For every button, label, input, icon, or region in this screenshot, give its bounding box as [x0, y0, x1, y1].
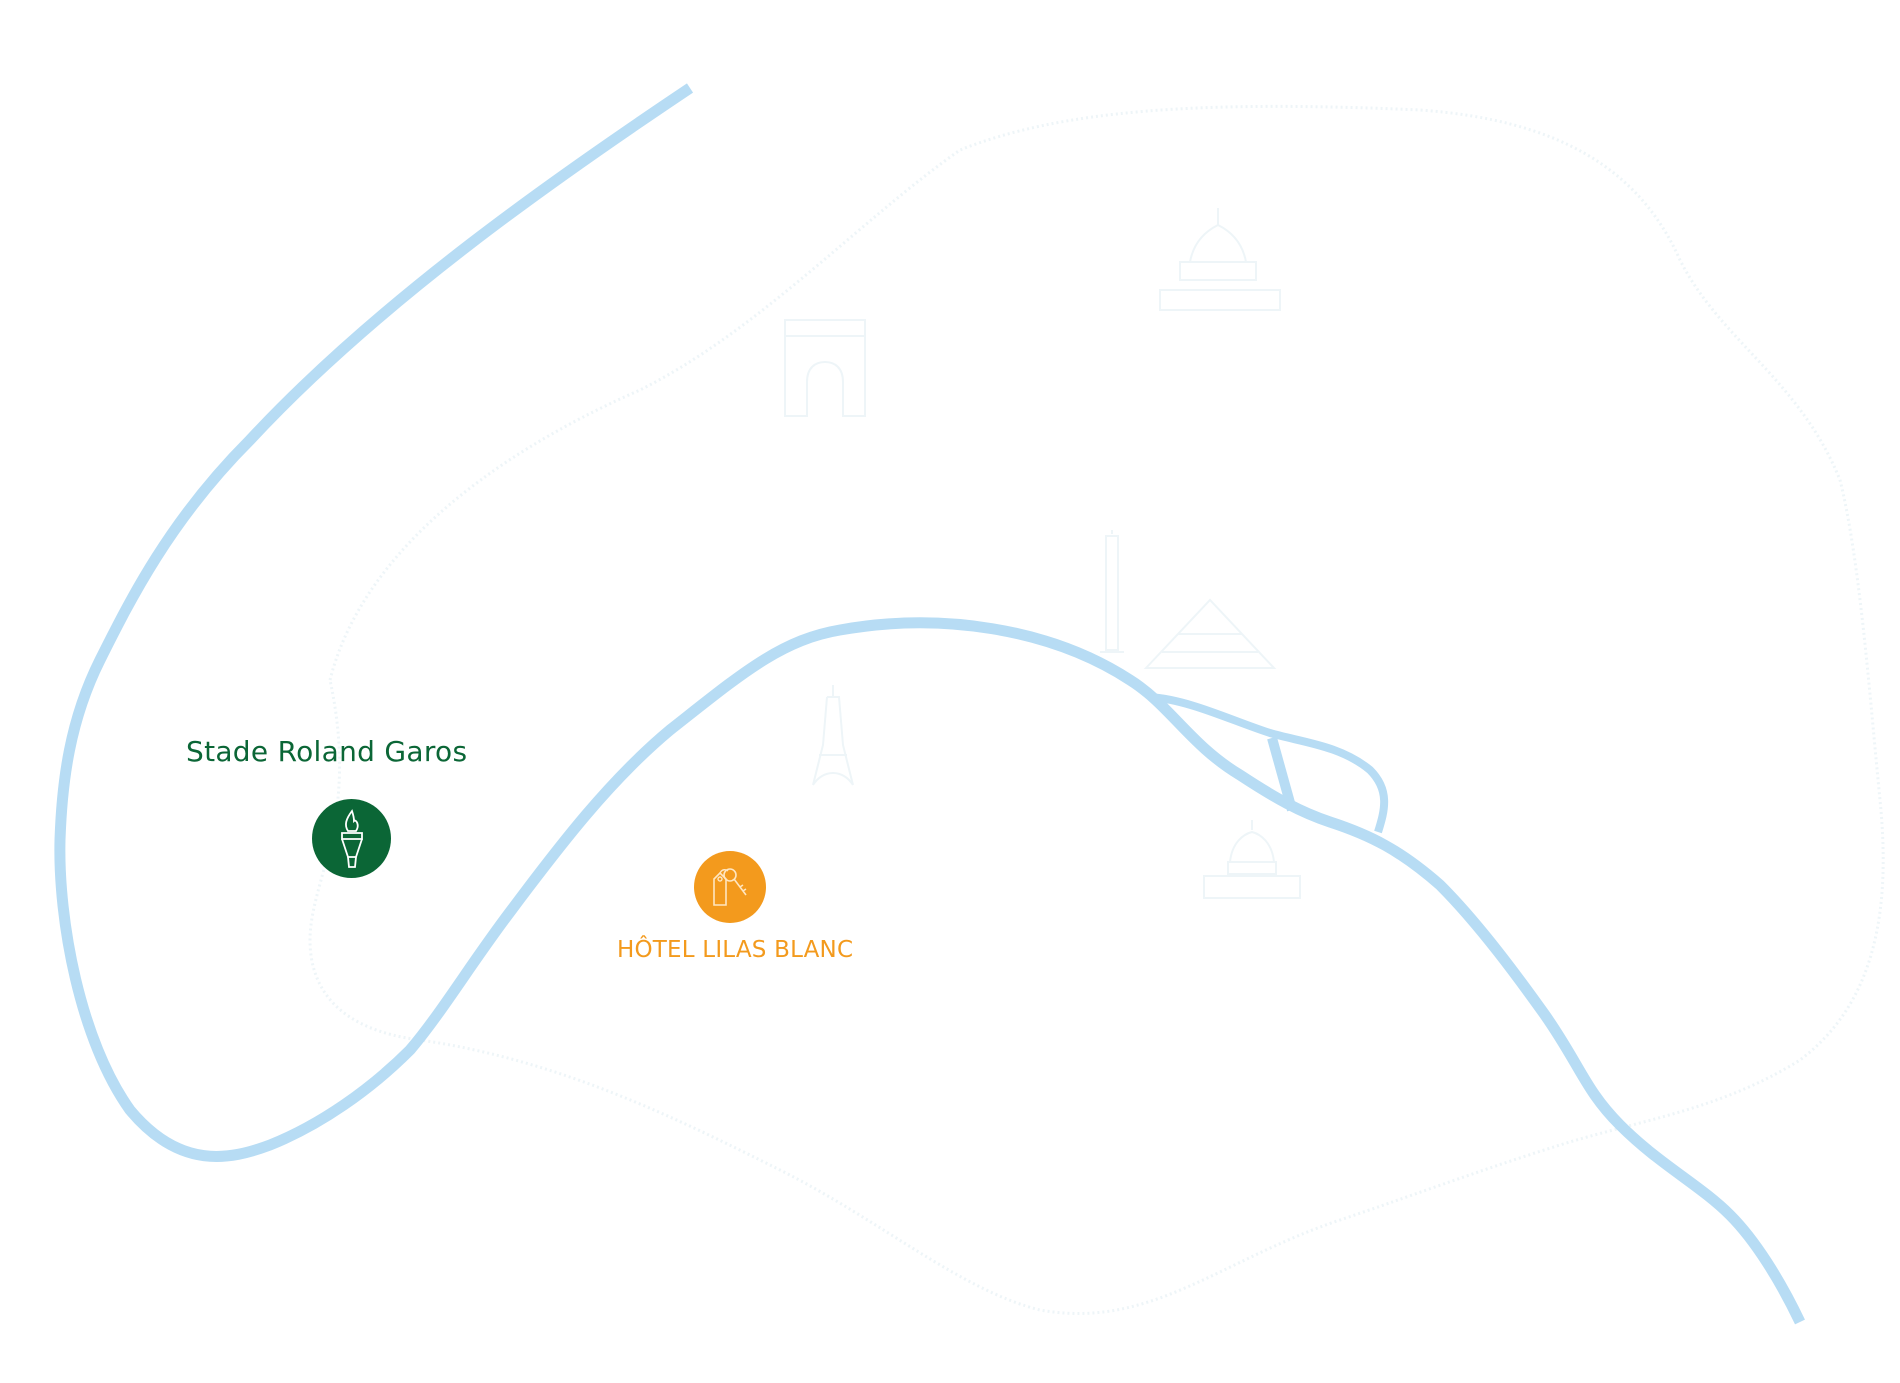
- eiffel-tower-icon: [812, 685, 854, 786]
- hotel-lilas-blanc-marker[interactable]: [694, 851, 766, 923]
- sacre-coeur-icon: [1159, 208, 1281, 311]
- arc-de-triomphe-icon: [784, 319, 866, 417]
- pantheon-icon: [1203, 820, 1301, 899]
- river-arm-north: [1149, 693, 1389, 834]
- river-seine: [54, 83, 1805, 1325]
- stade-roland-garos-marker[interactable]: [312, 799, 391, 878]
- stade-roland-garos-label[interactable]: Stade Roland Garos: [186, 735, 468, 768]
- hotel-lilas-blanc-label[interactable]: HÔTEL LILAS BLANC: [617, 937, 854, 963]
- city-boundary: [308, 104, 1885, 1315]
- tower-icon: [1100, 530, 1124, 653]
- key-tag-icon: [713, 868, 747, 906]
- torch-icon: [340, 808, 363, 868]
- river-main: [54, 83, 1805, 1325]
- river-island-channel: [1267, 736, 1297, 812]
- louvre-pyramid-icon: [1143, 598, 1277, 669]
